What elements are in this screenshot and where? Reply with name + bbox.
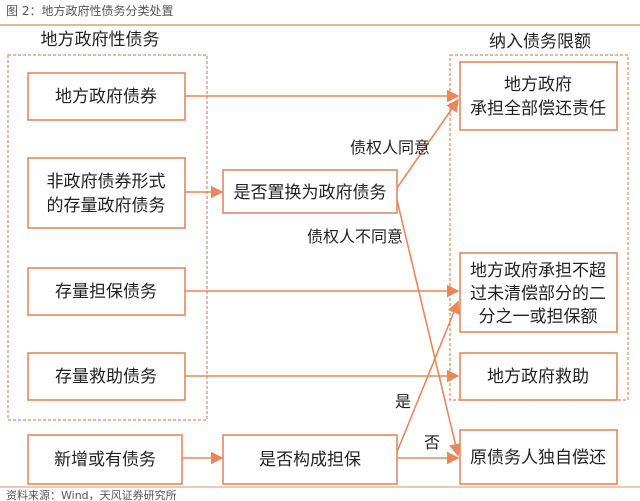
arrow-agree [396,98,459,189]
source-caption: 资料来源：Wind，天风证券研究所 [6,488,177,501]
svg-text:承担全部偿还责任: 承担全部偿还责任 [470,99,606,119]
svg-text:存量担保债务: 存量担保债务 [55,282,157,302]
left-group-frame [7,54,208,421]
node-full-responsibility: 地方政府 承担全部偿还责任 [459,61,618,131]
node-local-bonds: 地方政府债券 [27,72,186,121]
svg-text:地方政府救助: 地方政府救助 [487,367,589,387]
label-agree: 债权人同意 [350,138,430,157]
svg-text:存量救助债务: 存量救助债务 [55,367,157,387]
svg-text:非政府债券形式: 非政府债券形式 [47,172,166,192]
node-partial-responsibility: 地方政府承担不超 过未清偿部分的二 分之一或担保额 [459,252,618,333]
node-stock-guarantee: 存量担保债务 [27,267,186,316]
node-government-rescue: 地方政府救助 [459,352,618,401]
node-guarantee-decision: 是否构成担保 [222,434,398,485]
node-new-contingent: 新增或有债务 [27,434,183,485]
svg-text:地方政府债券: 地方政府债券 [55,87,157,107]
node-original-debtor: 原债务人独自偿还 [459,429,618,485]
svg-text:原债务人独自偿还: 原债务人独自偿还 [470,448,606,468]
svg-text:的存量政府债务: 的存量政府债务 [47,196,166,216]
node-replace-decision: 是否置换为政府债务 [222,169,398,214]
arrow-disagree [396,199,462,457]
right-group-heading: 纳入债务限额 [489,32,591,52]
svg-text:是否置换为政府债务: 是否置换为政府债务 [234,183,387,203]
svg-text:新增或有债务: 新增或有债务 [54,450,156,470]
svg-text:过未清偿部分的二: 过未清偿部分的二 [470,284,606,304]
node-stock-debt: 非政府债券形式 的存量政府债务 [27,157,186,229]
svg-text:分之一或担保额: 分之一或担保额 [479,307,598,327]
svg-text:是否构成担保: 是否构成担保 [259,450,361,470]
node-stock-rescue: 存量救助债务 [27,352,186,401]
svg-text:地方政府: 地方政府 [504,75,572,95]
label-disagree: 债权人不同意 [307,227,403,246]
svg-text:地方政府承担不超: 地方政府承担不超 [470,261,606,281]
left-group-heading: 地方政府性债务 [41,30,160,50]
label-yes: 是 [395,392,411,411]
figure-title: 图 2：地方政府性债务分类处置 [6,3,173,18]
arrow-yes [396,300,460,453]
label-no: 否 [424,433,440,452]
